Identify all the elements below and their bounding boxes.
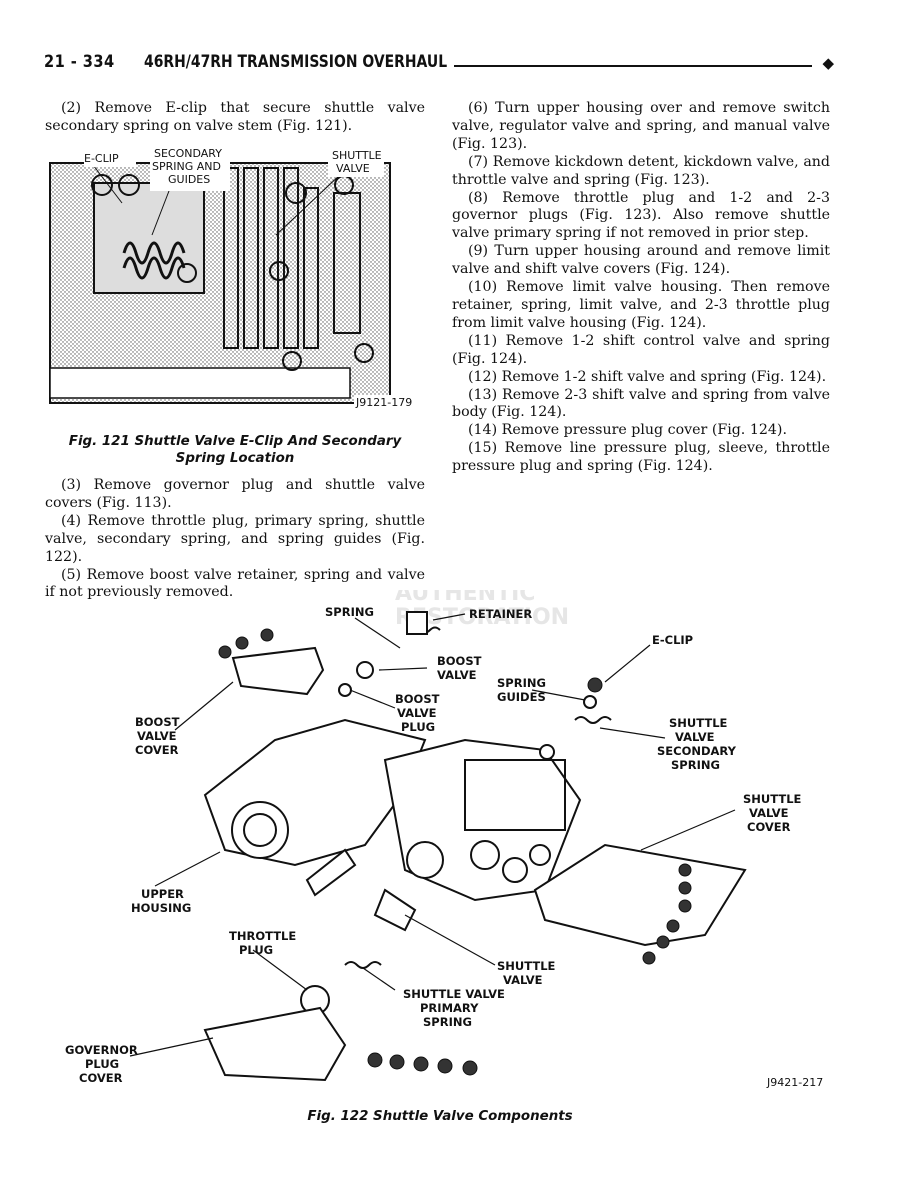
header-rule — [454, 65, 812, 67]
label-upper-housing-2: HOUSING — [131, 901, 191, 915]
label-spring: SPRING — [325, 605, 374, 619]
step-3: (3) Remove governor plug and shuttle val… — [45, 477, 425, 511]
label-boost-cover-2: VALVE — [137, 729, 177, 743]
label-spring-guides-1: SPRING — [497, 676, 546, 690]
left-column: (2) Remove E-clip that secure shuttle va… — [45, 100, 425, 136]
label-shuttle-sec-3: SECONDARY — [657, 744, 737, 758]
step-8: (8) Remove throttle plug and 1-2 and 2-3… — [452, 189, 830, 242]
figure-122-caption: Fig. 122 Shuttle Valve Components — [307, 1109, 573, 1124]
step-2: (2) Remove E-clip that secure shuttle va… — [45, 100, 425, 134]
label-spring-guides-2: GUIDES — [497, 690, 546, 704]
figure-122: AUTHENTIC RESTORATION — [45, 581, 845, 1100]
step-13: (13) Remove 2-3 shift valve and spring f… — [452, 386, 830, 421]
figure-code: J9121-179 — [355, 396, 412, 409]
label-shuttle-sec-4: SPRING — [671, 758, 720, 772]
label-upper-housing-1: UPPER — [141, 887, 184, 901]
watermark-line1: AUTHENTIC — [395, 590, 535, 606]
label-boost-valve-1: BOOST — [437, 654, 482, 668]
step-7: (7) Remove kickdown detent, kickdown val… — [452, 153, 830, 188]
step-11: (11) Remove 1-2 shift control valve and … — [452, 332, 830, 367]
step-9: (9) Turn upper housing around and remove… — [452, 243, 830, 278]
label-boost-plug-2: VALVE — [397, 706, 437, 720]
section-title: 46RH/47RH TRANSMISSION OVERHAUL — [144, 52, 448, 72]
label-shuttle-cover-3: COVER — [747, 820, 791, 834]
label-shuttle-valve-1: SHUTTLE — [497, 959, 556, 973]
diamond-icon: ◆ — [822, 54, 834, 72]
figure-121-caption: Fig. 121 Shuttle Valve E-Clip And Second… — [68, 434, 402, 466]
step-6: (6) Turn upper housing over and remove s… — [452, 100, 830, 152]
label-gov-cover-2: PLUG — [85, 1057, 119, 1071]
label-boost-plug-3: PLUG — [401, 720, 435, 734]
page-number: 21 - 334 — [44, 52, 115, 72]
label-boost-cover-3: COVER — [135, 743, 179, 757]
label-primary-3: SPRING — [423, 1015, 472, 1029]
label-shuttle-2: VALVE — [336, 162, 370, 175]
label-gov-cover-3: COVER — [79, 1071, 123, 1085]
label-throttle-plug-1: THROTTLE — [229, 929, 296, 943]
step-10: (10) Remove limit valve housing. Then re… — [452, 279, 830, 331]
step-5: (5) Remove boost valve retainer, spring … — [45, 566, 425, 601]
figure-121: E-CLIP SECONDARY SPRING AND GUIDES SHUTT… — [44, 143, 420, 425]
step-12: (12) Remove 1-2 shift valve and spring (… — [468, 368, 827, 385]
step-15: (15) Remove line pressure plug, sleeve, … — [452, 440, 830, 475]
label-retainer: RETAINER — [469, 607, 532, 621]
label-shuttle-cover-1: SHUTTLE — [743, 792, 802, 806]
label-boost-cover-1: BOOST — [135, 715, 180, 729]
figure-code: J9421-217 — [766, 1076, 823, 1089]
label-throttle-plug-2: PLUG — [239, 943, 273, 957]
label-secondary-1: SECONDARY — [154, 147, 222, 160]
step-14: (14) Remove pressure plug cover (Fig. 12… — [468, 422, 787, 439]
right-column: (6) Turn upper housing over and remove s… — [452, 100, 830, 476]
label-shuttle-sec-1: SHUTTLE — [669, 716, 728, 730]
label-shuttle-cover-2: VALVE — [749, 806, 789, 820]
label-primary-1: SHUTTLE VALVE — [403, 987, 505, 1001]
label-boost-plug-1: BOOST — [395, 692, 440, 706]
label-primary-2: PRIMARY — [420, 1001, 479, 1015]
figure-121-illustration: E-CLIP SECONDARY SPRING AND GUIDES SHUTT… — [49, 147, 416, 411]
left-column-lower: (3) Remove governor plug and shuttle val… — [45, 477, 425, 602]
label-eclip: E-CLIP — [652, 633, 693, 647]
label-shuttle-valve-2: VALVE — [503, 973, 543, 987]
label-gov-cover-1: GOVERNOR — [65, 1043, 138, 1057]
label-shuttle-1: SHUTTLE — [332, 149, 382, 162]
label-eclip: E-CLIP — [84, 152, 119, 165]
label-shuttle-sec-2: VALVE — [675, 730, 715, 744]
figure-122-illustration: AUTHENTIC RESTORATION — [65, 581, 823, 1089]
step-4: (4) Remove throttle plug, primary spring… — [45, 512, 425, 565]
label-boost-valve-2: VALVE — [437, 668, 477, 682]
page-header: 21 - 334 46RH/47RH TRANSMISSION OVERHAUL… — [44, 52, 834, 80]
label-secondary-3: GUIDES — [168, 173, 210, 186]
label-secondary-2: SPRING AND — [152, 160, 221, 173]
